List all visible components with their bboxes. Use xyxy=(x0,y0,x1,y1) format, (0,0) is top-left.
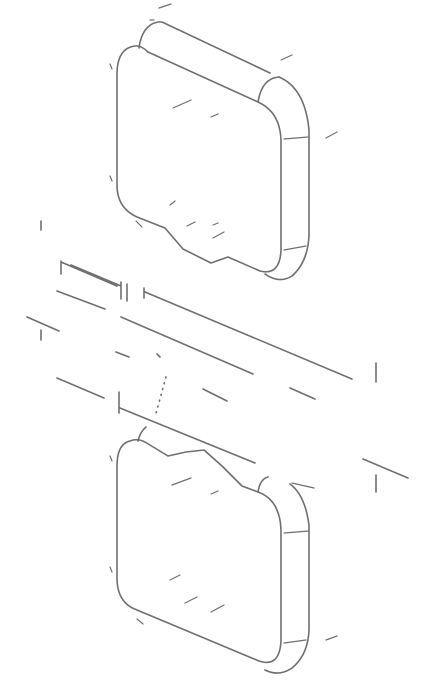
middle-bar-center-dots xyxy=(154,376,167,418)
middle-bar-base-rail xyxy=(56,377,409,493)
lower-panel-edge-seam xyxy=(283,530,310,644)
upper-panel-front-face xyxy=(116,45,282,273)
lower-panel xyxy=(109,426,338,674)
lower-panel-front-face xyxy=(116,438,282,664)
upper-panel-top-edge xyxy=(138,21,271,74)
lower-panel-right-edge xyxy=(264,483,310,674)
upper-panel-right-edge xyxy=(257,76,310,281)
upper-panel xyxy=(109,3,338,281)
lower-panel-hatch xyxy=(109,455,338,641)
middle-bar-upper-rail xyxy=(56,260,377,383)
middle-bar-assembly xyxy=(26,220,409,493)
upper-panel-hatch xyxy=(109,3,338,239)
middle-bar-lower-rail xyxy=(26,316,316,402)
upper-panel-edge-seam xyxy=(283,136,309,251)
lower-panel-top-edge xyxy=(137,426,269,493)
